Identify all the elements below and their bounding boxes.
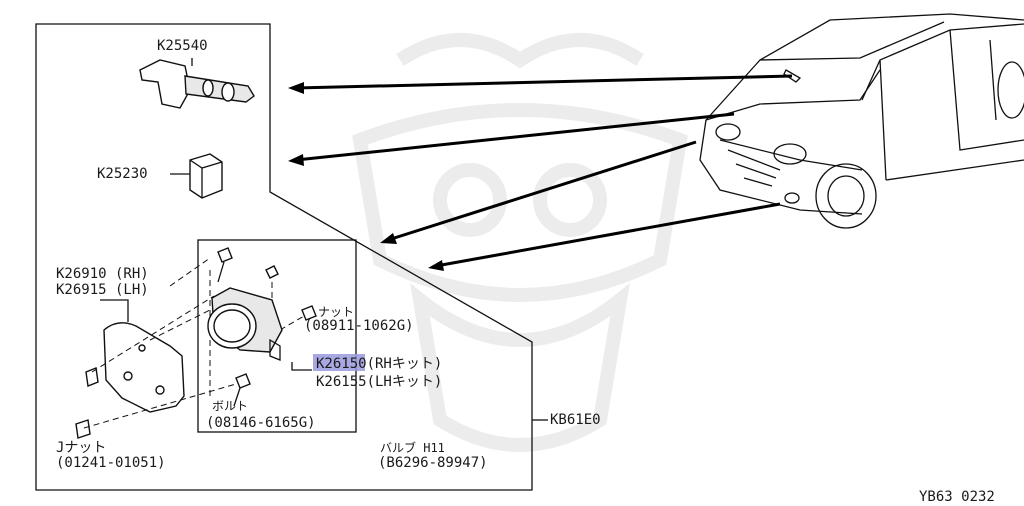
bulb-code-label: (B6296-89947) [378,455,488,471]
figure-code: YB63 0232 [919,489,995,505]
bolt-code-label: (08146-6165G) [206,415,316,431]
bulb-name-label: バルブ H11 [380,440,445,455]
jnut-part-lower [75,419,91,439]
relay-label: K25230 [97,166,148,182]
bolt-name-label: ボルト [212,399,248,413]
vehicle-illustration [699,13,1024,229]
jnut-part-upper [85,367,99,387]
lamp-assembly-box [197,239,357,433]
nut-name-label: ナット [318,305,354,319]
watermark-emblem [352,33,688,452]
jnut-name-label: Jナット [56,440,106,456]
bracket-part [103,322,185,413]
nut-part-top [265,265,279,279]
nut-part-right [301,305,317,321]
kit-label: KB61E0 [550,412,601,428]
relay-part [189,153,223,199]
lamp-rh-highlight [313,354,365,371]
fog-lamp-part [207,287,283,361]
lamp-rh-label: K26150(RHキット) [316,356,442,372]
jnut-code-label: (01241-01051) [56,455,166,471]
bracket-lh-label: K26915 (LH) [56,282,149,298]
combo-switch-label: K25540 [157,38,208,54]
nut-code-label: (08911-1062G) [304,318,414,334]
bolt-lower [235,373,251,389]
lamp-lh-label: K26155(LHキット) [316,374,442,390]
bolt-upper [217,247,233,263]
combination-switch-part [139,58,255,109]
diagram-frame [35,23,533,491]
pointer-arrows [288,74,793,271]
bracket-rh-label: K26910 (RH) [56,266,149,282]
